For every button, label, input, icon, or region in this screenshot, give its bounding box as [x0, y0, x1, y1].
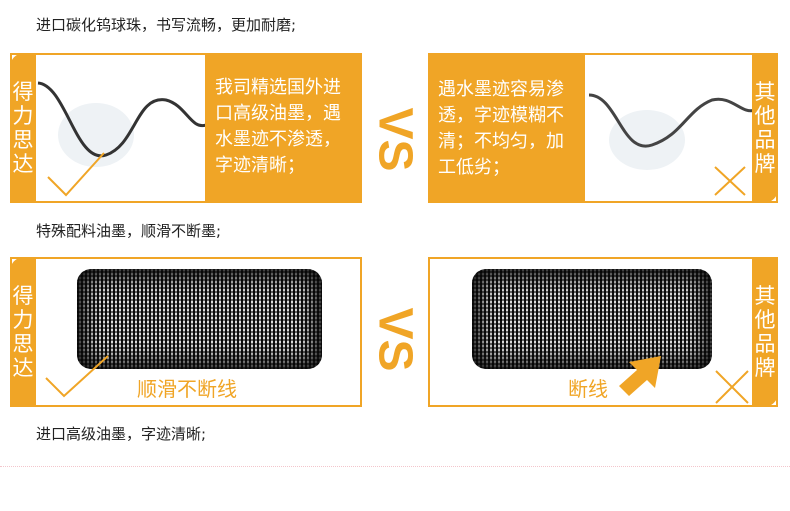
compare-right-1: 遇水墨迹容易渗透，字迹模糊不清；不均匀，加工低劣； 其他品牌	[428, 53, 778, 203]
broken-ink-mesh	[472, 269, 712, 369]
compare-left-1: 得力思达 我司精选国外进口高级油墨，遇水墨迹不渗透，字迹清晰；	[10, 53, 362, 203]
check-icon	[47, 152, 105, 197]
check-icon	[45, 355, 109, 398]
brand-label: 得力思达	[12, 80, 34, 176]
brand-label: 其他品牌	[754, 284, 776, 380]
caption-clear: 进口高级油墨，字迹清晰;	[36, 425, 207, 443]
ink-bleed-image	[588, 93, 755, 196]
left-description: 我司精选国外进口高级油墨，遇水墨迹不渗透，字迹清晰；	[205, 53, 362, 203]
caption-ink: 特殊配料油墨，顺滑不断墨;	[36, 222, 222, 240]
broken-label: 断线	[568, 377, 608, 401]
brand-label: 得力思达	[12, 284, 34, 380]
compare-right-2: 断线 其他品牌	[428, 257, 778, 407]
caption-ball: 进口碳化钨球珠，书写流畅，更加耐磨;	[36, 16, 297, 34]
compare-left-2: 得力思达 顺滑不断线	[10, 257, 362, 407]
brand-strip-right: 其他品牌	[752, 53, 778, 203]
cross-icon	[714, 166, 746, 196]
smooth-ink-mesh	[77, 269, 322, 369]
ink-line-image	[37, 81, 206, 197]
arrow-icon	[619, 356, 661, 396]
brand-strip-right: 其他品牌	[752, 257, 778, 407]
vs-label: VS	[368, 307, 422, 372]
section-divider	[0, 466, 790, 467]
smooth-label: 顺滑不断线	[137, 377, 237, 401]
brand-strip-left: 得力思达	[10, 257, 36, 407]
brand-strip-left: 得力思达	[10, 53, 36, 203]
right-description: 遇水墨迹容易渗透，字迹模糊不清；不均匀，加工低劣；	[428, 53, 585, 203]
brand-label: 其他品牌	[754, 80, 776, 176]
vs-label: VS	[368, 107, 422, 172]
cross-icon	[715, 370, 749, 404]
